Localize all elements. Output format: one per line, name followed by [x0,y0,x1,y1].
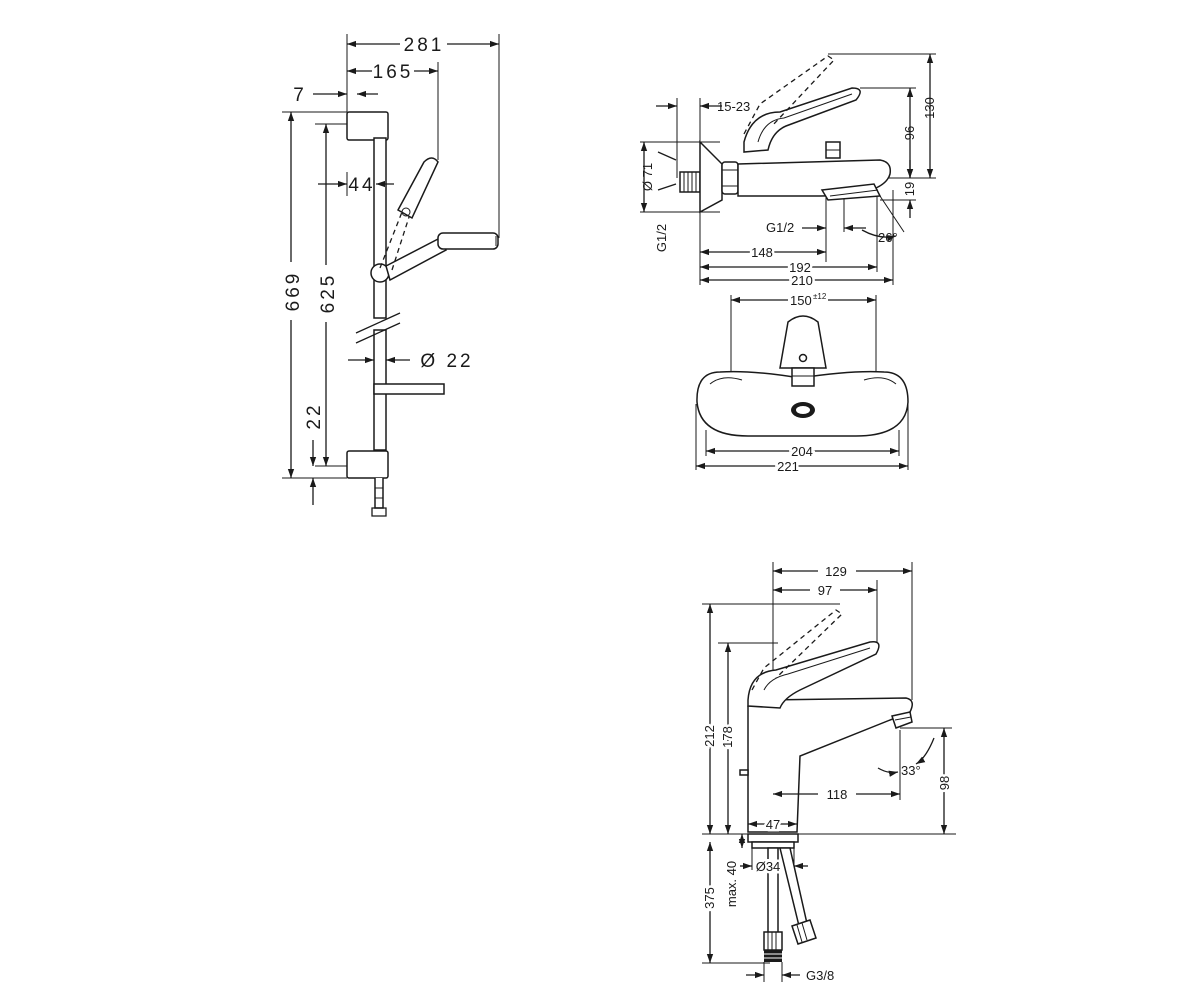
dim-22-vertical: 22 [304,402,325,429]
dim-97: 97 [818,583,832,598]
dim-669: 669 [283,271,304,312]
dim-204: 204 [791,444,813,459]
soap-dish [373,383,445,395]
dim-210: 210 [791,273,813,288]
escutcheon [699,140,723,214]
dim-212: 212 [702,725,717,747]
dim-44: 44 [348,175,375,196]
basin-mixer-drawing: 129 97 212 178 98 33° 118 47 Ø34 max. 40 [700,562,956,983]
dim-130: 130 [922,97,937,119]
dim-g38: G3/8 [806,968,834,983]
dim-g12-outlet: G1/2 [766,220,794,235]
dim-281: 281 [404,35,445,56]
shower-set-drawing: 281 165 7 44 669 625 22 Ø 22 [282,34,500,517]
bath-mixer-front-drawing: 150 ±12 204 221 [695,292,909,477]
dim-diameter-34: Ø34 [756,859,781,874]
basin-mixer-body [747,697,913,833]
dim-33-degrees: 33° [901,763,921,778]
dim-96: 96 [902,126,917,140]
hand-shower [385,236,447,282]
dim-625: 625 [318,273,339,314]
dim-178: 178 [720,726,735,748]
lower-wall-bracket [346,450,389,479]
dim-47: 47 [766,817,780,832]
dim-7: 7 [293,85,307,106]
dim-diameter-71: Ø 71 [640,163,655,191]
dim-148: 148 [751,245,773,260]
bath-mixer-side-drawing: 15-23 130 96 19 Ø 71 G1/2 G1/2 26° 148 1… [640,53,937,291]
dim-98: 98 [937,776,952,790]
basin-lever [747,641,880,709]
upper-wall-bracket [346,111,389,141]
dim-19: 19 [902,182,917,196]
hose-nut-right [791,919,817,945]
dim-375: 375 [702,887,717,909]
dim-150: 150 [790,293,812,308]
dim-221: 221 [777,459,799,474]
shower-rail [373,137,387,319]
dim-diameter-22: Ø 22 [420,351,473,372]
dim-15-23: 15-23 [717,99,750,114]
dim-max-40: max. 40 [724,861,739,907]
dim-g12-inlet: G1/2 [654,224,669,252]
hose-nut-left [763,931,783,951]
dim-26-degrees: 26° [878,230,898,245]
hand-shower-tilted [396,157,439,220]
dim-165: 165 [373,62,414,83]
inlet-thread [679,171,701,193]
dim-150-tolerance: ±12 [813,292,827,301]
dim-192: 192 [789,260,811,275]
lever-handle [743,87,861,153]
dim-118: 118 [827,787,848,802]
dim-129: 129 [825,564,847,579]
lever-front [779,315,827,369]
